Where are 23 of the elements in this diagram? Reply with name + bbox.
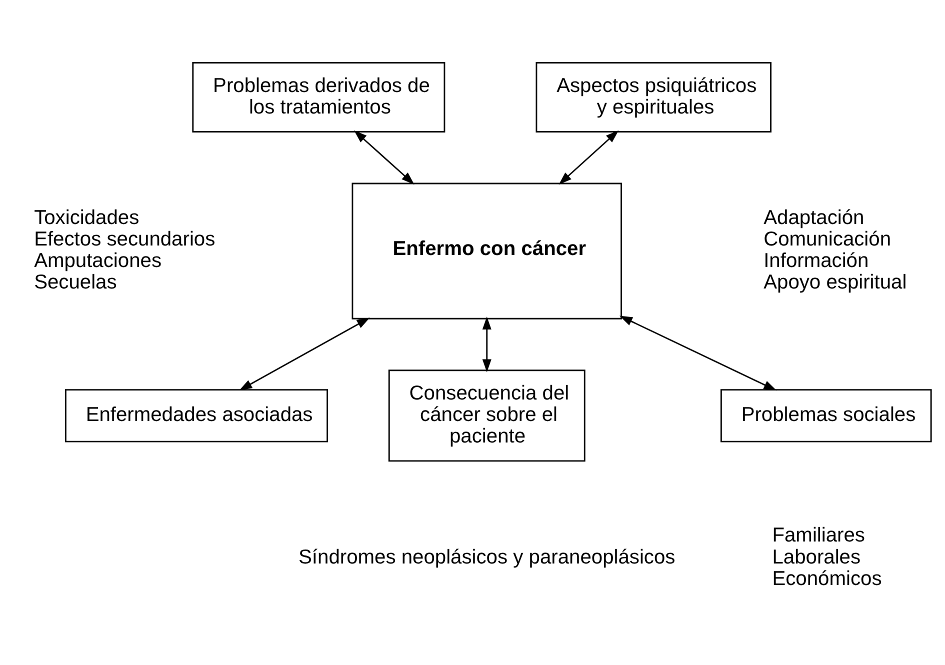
arrow <box>239 317 370 390</box>
node-box: Enfermedades asociadas <box>64 388 328 442</box>
node-box: Enfermo con cáncer <box>352 182 622 319</box>
arrow <box>482 316 492 372</box>
node-label: Efectos secundarios <box>34 228 216 250</box>
arrow <box>354 130 414 184</box>
node-label: Laborales <box>772 546 861 568</box>
node-box: Problemas sociales <box>720 388 932 442</box>
node-label: Toxicidades <box>34 206 140 229</box>
node-label: Amputaciones <box>34 250 162 272</box>
node-label: Comunicación <box>764 228 892 250</box>
node-box: Consecuencia del cáncer sobre el paciente <box>388 369 586 462</box>
arrow <box>619 315 777 390</box>
node-label: Secuelas <box>34 271 117 294</box>
node-box: Problemas derivados de los tratamientos <box>192 62 446 132</box>
node-label: Adaptación <box>764 206 864 229</box>
node-label: Económicos <box>772 567 882 590</box>
label: Síndromes neoplásicos y paraneoplásicos <box>298 546 676 568</box>
arrow <box>558 130 619 184</box>
node-label: Familiares <box>772 524 865 546</box>
node-box: Aspectos psiquiátricos y espirituales <box>536 62 772 132</box>
node-label: Información <box>764 250 869 272</box>
node-label: Apoyo espiritual <box>764 271 907 294</box>
